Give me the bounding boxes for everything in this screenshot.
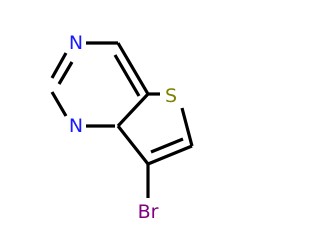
atom-label-br: Br — [138, 201, 159, 223]
bond-c2-n1 — [50, 91, 68, 117]
bond-c6-c7-inner — [150, 137, 184, 154]
bond-s-c6 — [180, 107, 194, 147]
bond-c4-c4a-inner — [113, 54, 141, 97]
atom-label-s: S — [165, 85, 177, 107]
bond-c6-c7 — [147, 144, 193, 166]
atom-label-n-bottom: N — [69, 115, 83, 137]
atom-label-n-top: N — [69, 32, 83, 54]
atom-labels: N N S Br — [69, 32, 177, 223]
bond-n3-c2 — [50, 52, 68, 79]
bond-n3-c2-inner — [57, 61, 74, 85]
bond-c4a-c7a — [116, 92, 150, 128]
bond-c4-c4a — [116, 42, 150, 95]
molecule-structure: N N S Br — [50, 32, 194, 223]
bond-c7-c7a — [116, 125, 150, 165]
bonds — [50, 41, 194, 198]
